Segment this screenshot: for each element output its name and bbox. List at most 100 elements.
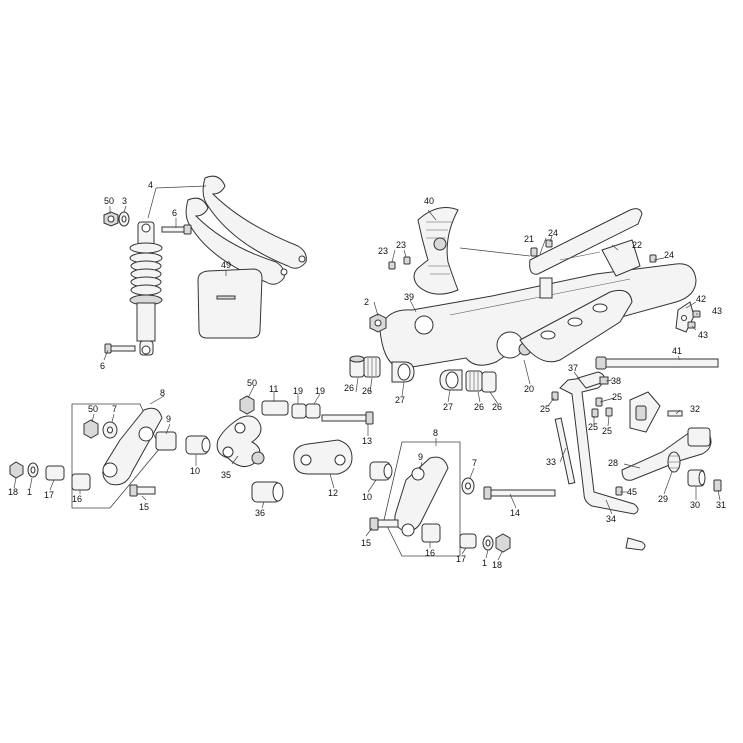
callout-49: 49	[221, 260, 231, 270]
callout-15: 15	[361, 538, 371, 548]
bearing-19-a	[291, 403, 307, 419]
callout-50: 50	[88, 404, 98, 414]
callout-18: 18	[8, 487, 18, 497]
bolt-25-a	[551, 391, 559, 401]
bolt-6-upper	[161, 224, 192, 235]
nut-18-left	[9, 461, 24, 479]
callout-26: 26	[474, 402, 484, 412]
callout-36: 36	[255, 508, 265, 518]
callout-4: 4	[148, 180, 153, 190]
callout-50: 50	[247, 378, 257, 388]
callout-10: 10	[190, 466, 200, 476]
callout-17: 17	[456, 554, 466, 564]
bolt-45	[615, 486, 623, 496]
callout-23: 23	[378, 246, 388, 256]
bolt-23-b	[403, 256, 411, 265]
callout-39: 39	[404, 292, 414, 302]
bolt-23-a	[388, 261, 396, 270]
callout-45: 45	[627, 487, 637, 497]
nut-50-left	[83, 419, 99, 439]
callout-9: 9	[166, 414, 171, 424]
washer-7-right	[461, 477, 475, 495]
pivot-30	[687, 469, 706, 487]
callout-18: 18	[492, 560, 502, 570]
callout-27: 27	[443, 402, 453, 412]
nut-2	[369, 313, 387, 333]
bolt-31	[713, 479, 722, 492]
bolt-15-left	[129, 484, 156, 497]
bolt-24-a	[545, 239, 553, 248]
callout-15: 15	[139, 502, 149, 512]
callout-8: 8	[433, 428, 438, 438]
nut-50-shock	[103, 211, 119, 227]
disc-guard-40	[413, 207, 459, 295]
callout-7: 7	[112, 404, 117, 414]
callout-11: 11	[269, 384, 278, 394]
callout-34: 34	[606, 514, 616, 524]
callout-16: 16	[72, 494, 82, 504]
leader-lines	[13, 185, 721, 561]
callout-43: 43	[712, 306, 722, 316]
bearing-26-d	[481, 371, 497, 393]
spring-29	[667, 451, 681, 473]
callout-25: 25	[588, 422, 598, 432]
bushing-17-left	[45, 465, 65, 481]
bolt-38	[599, 376, 609, 385]
callout-26: 26	[344, 383, 354, 393]
linkage-group-left	[71, 403, 177, 509]
callout-17: 17	[44, 490, 54, 500]
callout-22: 22	[632, 240, 642, 250]
axle-41	[595, 356, 719, 370]
spacer-10-left	[185, 435, 211, 455]
callout-25: 25	[602, 426, 612, 436]
spanner-wrench	[185, 175, 307, 285]
bolt-15-right	[369, 517, 399, 531]
callout-6: 6	[172, 208, 177, 218]
chain-guide-20	[519, 289, 633, 363]
callout-6: 6	[100, 361, 105, 371]
chain-slider-22	[529, 208, 643, 277]
linkage-35	[216, 415, 265, 467]
washer-7-left	[102, 421, 118, 439]
callout-13: 13	[362, 436, 372, 446]
bearing-26-c	[465, 370, 483, 392]
bolt-24-b	[649, 254, 657, 263]
callout-26: 26	[492, 402, 502, 412]
callout-30: 30	[690, 500, 700, 510]
callout-50: 50	[104, 196, 114, 206]
callout-38: 38	[611, 376, 621, 386]
callout-9: 9	[418, 452, 423, 462]
callout-27: 27	[395, 395, 405, 405]
protector-pad-49	[197, 268, 263, 339]
bushing-36	[251, 481, 284, 503]
callout-12: 12	[328, 488, 338, 498]
callout-14: 14	[510, 508, 520, 518]
callout-42: 42	[696, 294, 706, 304]
spacer-27-a	[391, 361, 415, 383]
callout-7: 7	[472, 458, 477, 468]
spacer-27-b	[439, 369, 463, 391]
linkage-group-right	[383, 441, 461, 557]
shock-absorber	[129, 221, 163, 356]
callout-labels: 4 50 3 6 49 6 40 23 23 21 24 22 24 2 39 …	[8, 180, 726, 570]
bolt-14	[483, 486, 556, 500]
callout-21: 21	[524, 234, 534, 244]
callout-26: 26	[362, 386, 372, 396]
callout-25: 25	[612, 392, 622, 402]
callout-24: 24	[664, 250, 674, 260]
callout-10: 10	[362, 492, 372, 502]
spacer-10-right	[369, 461, 393, 481]
washer-1-left	[27, 462, 39, 478]
nut-18-right	[495, 533, 511, 553]
callout-32: 32	[690, 404, 700, 414]
washer-1-right	[482, 535, 494, 551]
bolt-13	[321, 411, 374, 425]
bolt-25-d	[605, 407, 613, 417]
callout-40: 40	[424, 196, 434, 206]
callout-2: 2	[364, 297, 369, 307]
bolt-21	[530, 247, 538, 257]
bushing-17-right	[459, 533, 477, 549]
link-12	[293, 439, 353, 475]
callout-16: 16	[425, 548, 435, 558]
